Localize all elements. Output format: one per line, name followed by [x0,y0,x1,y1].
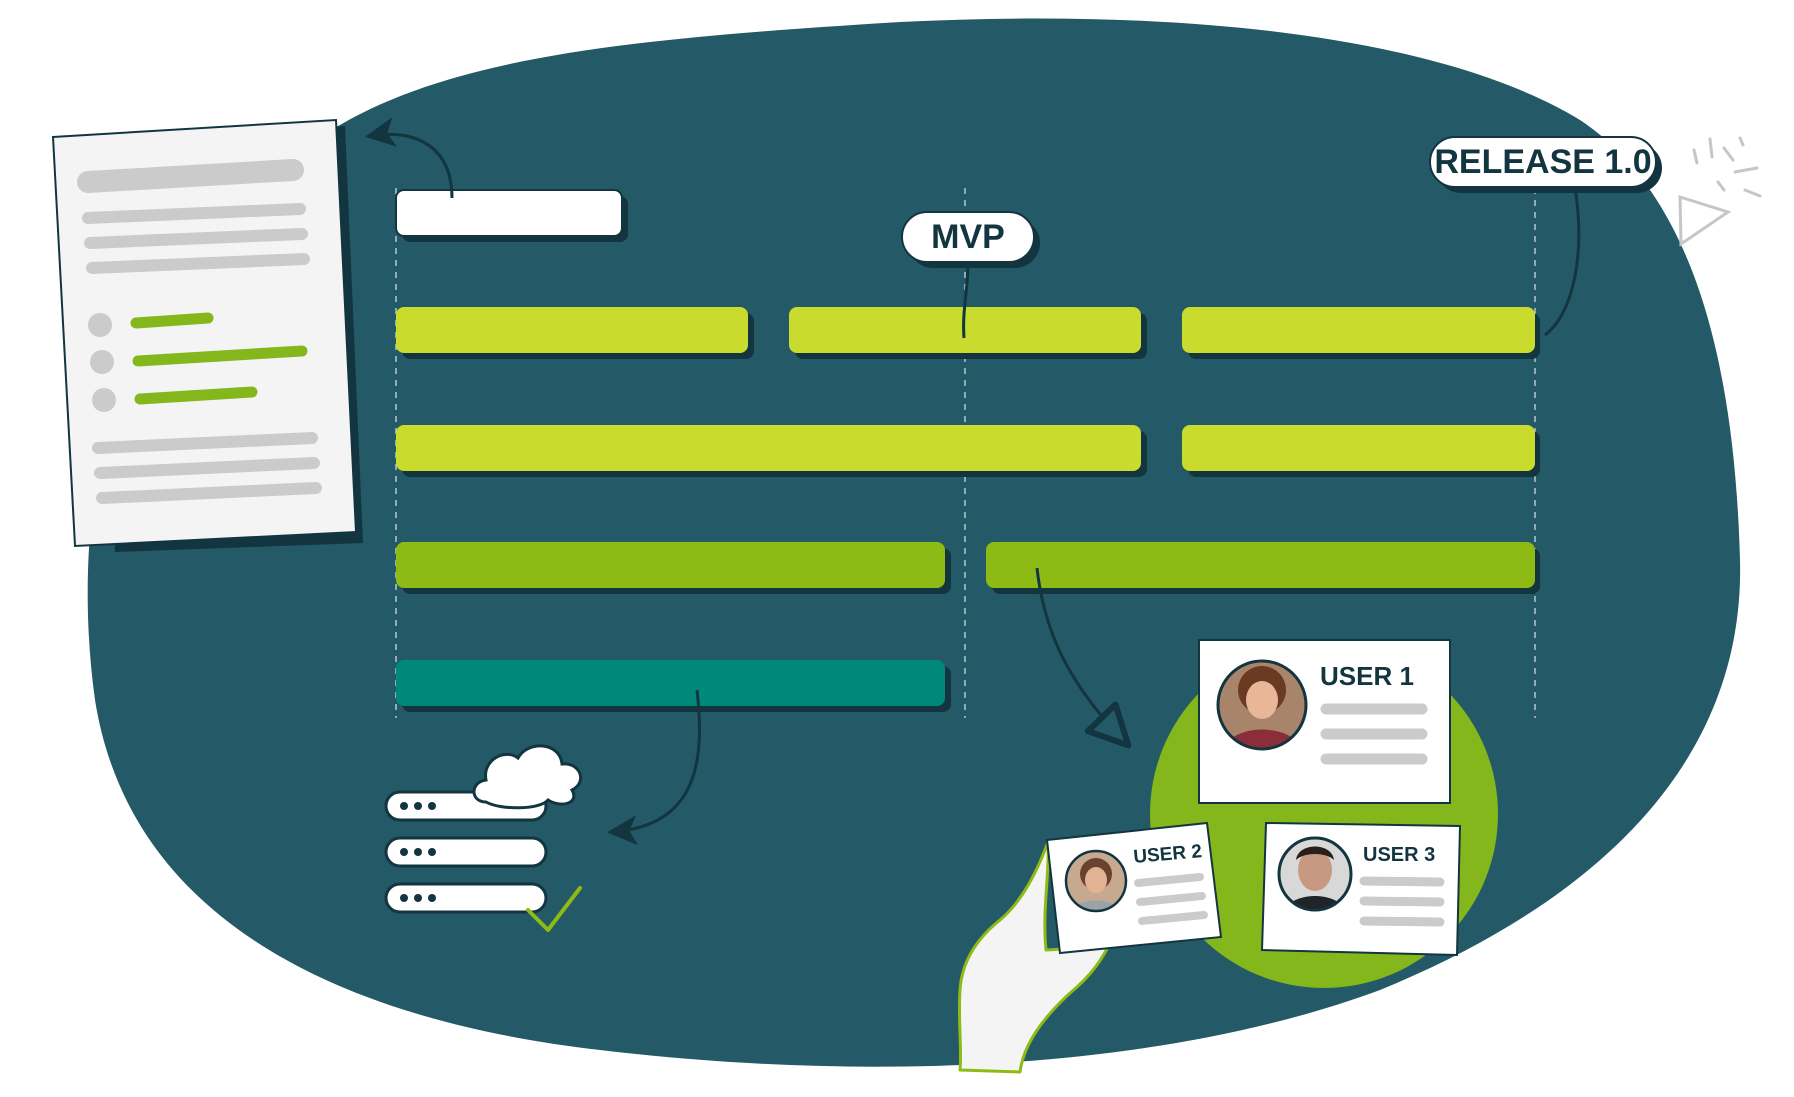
roadmap-bar-row2-a [396,425,1147,477]
arrow-to-servers [607,689,701,846]
avatar-user3 [1277,836,1353,912]
release-connector [1544,187,1581,337]
avatar-user1 [1216,659,1308,751]
avatar-user2 [1064,849,1128,913]
hand-icon [957,840,1117,1074]
party-popper-icon [1678,136,1762,247]
user-card-3: USER 3 [1260,821,1462,957]
release-badge: RELEASE 1.0 [1429,136,1662,193]
user3-name: USER 3 [1363,844,1435,866]
roadmap-bar-row1-a [396,307,754,359]
roadmap-bar-row3-a [396,542,951,594]
feature-bar-white [395,189,628,242]
roadmap-bar-row1-b [789,307,1147,359]
cloud-icon [472,744,583,810]
checkmark-icon [526,886,582,932]
arrow-to-document [365,117,454,199]
user-card-2: USER 2 [1045,821,1223,955]
mvp-connector [962,261,970,339]
user1-name: USER 1 [1320,661,1414,691]
roadmap-bar-row1-c [1182,307,1540,359]
user-card-1: USER 1 [1198,639,1451,804]
server-stack-icon [384,790,548,914]
release-label: RELEASE 1.0 [1434,143,1651,181]
mvp-label: MVP [931,218,1005,256]
roadmap-bar-row2-b [1182,425,1540,477]
roadmap-bar-row4 [396,660,951,712]
mvp-badge: MVP [901,211,1040,268]
roadmap-bar-row3-b [986,542,1540,594]
arrow-to-users [1035,567,1132,749]
document-icon [51,118,363,552]
